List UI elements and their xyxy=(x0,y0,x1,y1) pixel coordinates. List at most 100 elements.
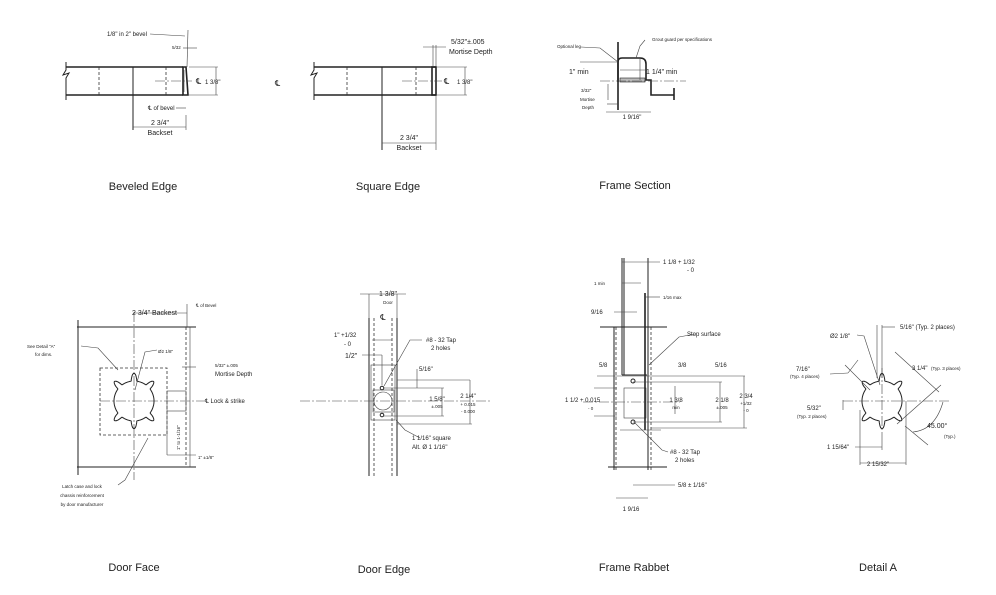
cl-bevel-label: ℄ of Bevel xyxy=(195,303,216,308)
door-edge-view: 1 3/8" Door ℄ 1" +1/32 - 0 1/2" #8 - 32 … xyxy=(300,291,490,576)
alt-diameter-note: Alt. Ø 1 1/16" xyxy=(412,445,447,451)
dim-2-1-4-minus: - 0.000 xyxy=(461,409,476,414)
backset-dim: 2 3/4" xyxy=(400,135,419,142)
view-title: Beveled Edge xyxy=(109,181,178,193)
thickness-dim: 1 3/8" xyxy=(457,80,472,86)
latch-note-3: by door manufacturer xyxy=(61,502,104,507)
width-dim: 1 9/16" xyxy=(623,115,642,121)
optional-leg-label: Optional leg xyxy=(557,44,582,49)
bevel-small-fraction: 5/32 xyxy=(172,45,181,50)
view-title: Detail A xyxy=(859,562,898,574)
dim-2-3-4-minus: - 0 xyxy=(743,408,749,413)
stop-surface-label: Stop surface xyxy=(687,332,721,338)
mortise-dim: 5/32" ±.005 xyxy=(215,363,238,368)
bevel-note: 1/8" in 2" bevel xyxy=(107,32,147,38)
one-tolerance-dim: 1" ±1/8" xyxy=(198,455,214,460)
tap-holes-note: 2 holes xyxy=(675,458,694,464)
dim-1-5-8-tolerance: ±.005 xyxy=(431,404,443,409)
angle-typ: (Typ.) xyxy=(944,434,956,439)
door-face-view: 2 3/4" Backest ℄ of Bevel See Detail "A"… xyxy=(27,303,252,574)
half-dim: 1/2" xyxy=(345,353,358,360)
latch-note-1: Latch case and lock xyxy=(62,484,103,489)
diameter-label: Ø2 1/8" xyxy=(158,349,174,354)
centerline-symbol-left: ℄ xyxy=(274,79,281,88)
depth-label: Depth xyxy=(582,105,595,110)
lockset-cutout xyxy=(113,372,155,430)
dim-2-3-4: 2 3/4 xyxy=(739,394,753,400)
centerline-symbol: ℄ xyxy=(443,77,450,86)
dim-1-1-8-minus: - 0 xyxy=(687,268,695,274)
frame-section-view: Optional leg Grout guard per specificati… xyxy=(557,37,713,192)
dim-1-3-8-min: min xyxy=(672,405,680,410)
three-eighths-dim: 3/8 xyxy=(678,363,687,369)
tap-holes-note: 2 holes xyxy=(431,346,450,352)
mortise-dim: 5/32"±.005 xyxy=(451,39,485,46)
grout-guard-label: Grout guard per specifications xyxy=(652,37,713,42)
five-32-typ: (Typ. 2 places) xyxy=(797,414,827,419)
view-title: Square Edge xyxy=(356,181,420,193)
dim-1-1-8: 1 1/8 + 1/32 xyxy=(663,260,696,266)
view-title: Frame Rabbet xyxy=(599,562,669,574)
range-dim: 1" to 1-1/16" xyxy=(176,425,181,450)
five-sixteenths-dim: 5/16" (Typ. 2 places) xyxy=(900,325,955,331)
frame-rabbet-view: 1 1/8 + 1/32 - 0 1 min 1/16 max 9/16 Sto… xyxy=(565,258,753,574)
five-eighths-tolerance-dim: 5/8 ± 1/16" xyxy=(678,483,707,489)
one-min-dim: 1" min xyxy=(569,69,589,76)
tap-note: #8 - 32 Tap xyxy=(426,338,457,344)
mortise-dim: 3/32" xyxy=(581,88,592,93)
latch-note-2: chassis reinforcement xyxy=(60,493,105,498)
view-title: Frame Section xyxy=(599,180,671,192)
backset-dim: 2 3/4" Backest xyxy=(132,310,177,317)
dim-1-9-16: 1 9/16 xyxy=(623,507,640,513)
mortise-label: Mortise xyxy=(580,97,595,102)
backset-label: Backset xyxy=(148,130,173,137)
dim-1-3-8: 1 3/8 xyxy=(669,398,683,404)
dim-1-15-64: 1 15/64" xyxy=(827,445,849,451)
five-sixteenths-dim: 5/16 xyxy=(715,363,727,369)
mortise-label: Mortise Depth xyxy=(215,372,252,378)
thickness-dim: 1 3/8" xyxy=(205,80,220,86)
break-line-icon xyxy=(61,62,71,100)
cl-lock-strike-label: ℄ Lock & strike xyxy=(204,399,246,405)
beveled-edge-view: 1/8" in 2" bevel 5/32 ℄ 1 3/8" ℄ of beve… xyxy=(61,29,220,193)
square-note: 1 1/16" square xyxy=(412,436,451,442)
one-quarter-min-dim: 1 1/4" min xyxy=(646,69,677,76)
dim-1-5-8: 1 5/8" xyxy=(429,397,444,403)
nine-sixteenths-dim: 9/16 xyxy=(591,310,603,316)
square-edge-view: ℄ 5/32"±.005 Mortise Depth ℄ 1 3/8" 2 3/… xyxy=(274,39,493,193)
backset-label: Backset xyxy=(397,145,422,152)
five-32-dim: 5/32" xyxy=(807,406,821,412)
one-min-dim: 1 min xyxy=(594,281,606,286)
angle-dim: 45.00° xyxy=(927,422,948,430)
dim-1-1-2: 1 1/2 + 0.015 xyxy=(565,398,601,404)
one-tolerance-minus: - 0 xyxy=(344,342,352,348)
dim-2-3-4-plus: +1/32 xyxy=(740,401,752,406)
backset-dim: 2 3/4" xyxy=(151,120,170,127)
detail-a-view: 5/16" (Typ. 2 places) Ø2 1/8" 7/16" (Typ… xyxy=(790,325,961,574)
five-sixteenths-dim: 5/16" xyxy=(419,367,433,373)
centerline-symbol: ℄ xyxy=(195,77,202,86)
centerline-symbol: ℄ xyxy=(379,313,386,322)
see-detail-label: See Detail "A" xyxy=(27,344,56,349)
view-title: Door Edge xyxy=(358,564,411,576)
dim-1-1-2-minus: - 0 xyxy=(588,406,594,411)
one-tolerance-dim: 1" +1/32 xyxy=(334,333,357,339)
cl-bevel-label: ℄ of bevel xyxy=(147,106,175,112)
seven-sixteenths-dim: 7/16" xyxy=(796,367,810,373)
dim-2-1-8: 2 1/8 xyxy=(715,398,729,404)
tap-note: #8 - 32 Tap xyxy=(670,450,701,456)
seven-sixteenths-typ: (Typ. 4 places) xyxy=(790,374,820,379)
thickness-dim: 1 3/8" xyxy=(379,291,398,298)
sixteenth-max-dim: 1/16 max xyxy=(663,295,682,300)
three-quarter-typ: (Typ. 3 places) xyxy=(931,366,961,371)
dim-2-15-32: 2 15/32" xyxy=(867,462,889,468)
diameter-label: Ø2 1/8" xyxy=(830,334,850,340)
five-eighths-dim: 5/8 xyxy=(599,363,608,369)
dim-2-1-4-plus: + 0.015 xyxy=(460,402,476,407)
three-quarter-dim: 3 1/4" xyxy=(912,366,927,372)
mortise-label: Mortise Depth xyxy=(449,49,493,56)
dim-2-1-8-tolerance: ±.005 xyxy=(716,405,728,410)
dim-2-1-4: 2 1/4" xyxy=(460,394,475,400)
door-label: Door xyxy=(383,300,393,305)
